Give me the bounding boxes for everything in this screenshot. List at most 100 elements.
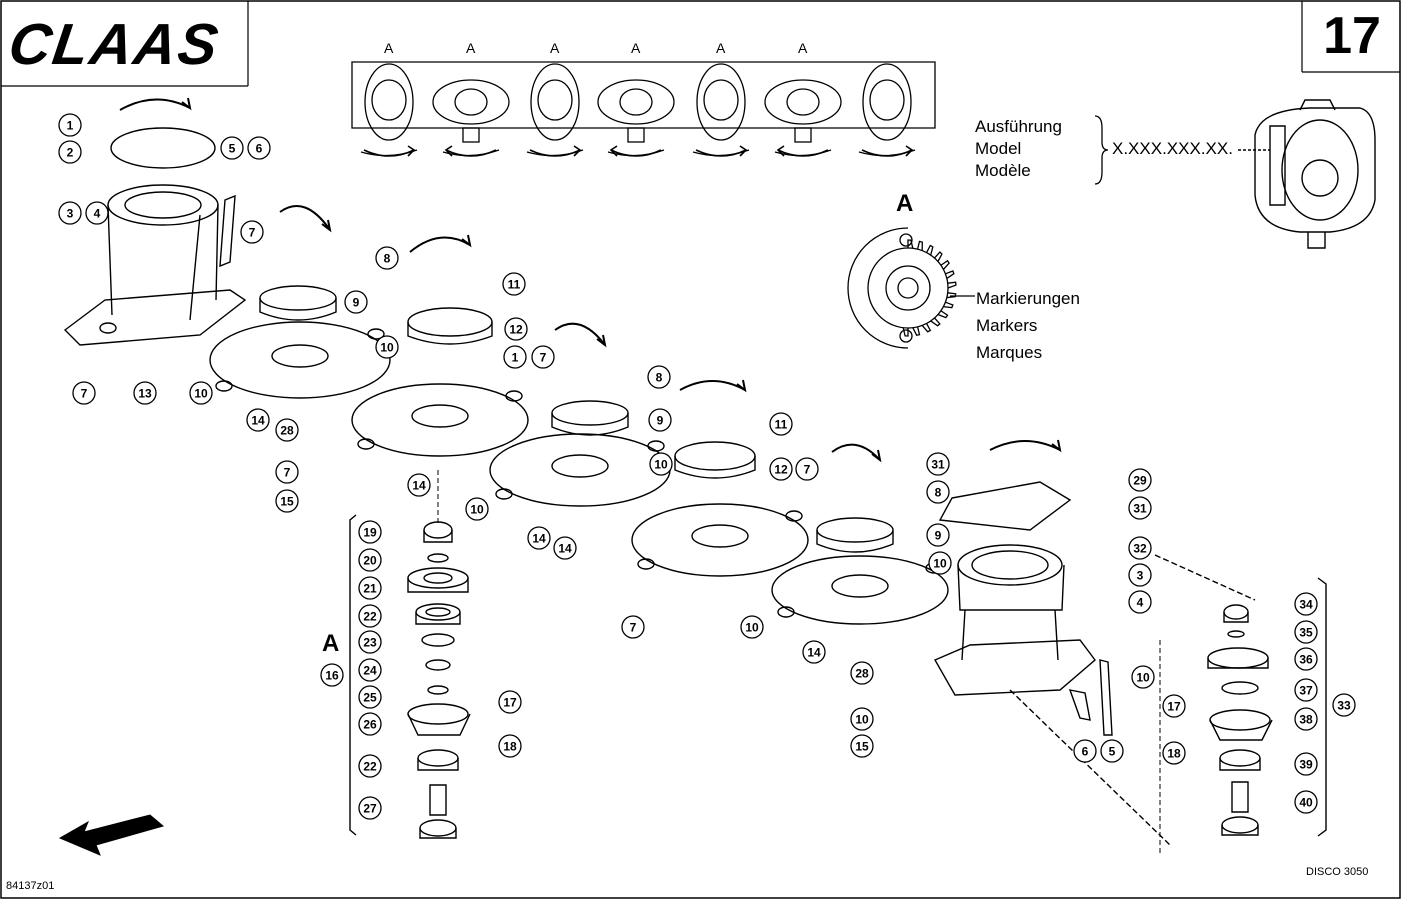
callout-number: 36 (1299, 653, 1313, 667)
callout-bubble: 6 (247, 136, 271, 160)
callout-number: 22 (363, 610, 377, 624)
callout-bubble: 15 (275, 489, 299, 513)
callout-bubble: 35 (1294, 620, 1318, 644)
disc-cap (674, 441, 756, 479)
disc-cap (551, 400, 629, 436)
top-disc-outline (764, 79, 842, 157)
callout-bubble: 10 (740, 615, 764, 639)
cutter-disc-plates (209, 285, 949, 625)
callout-bubble: 32 (1128, 536, 1152, 560)
left-bearing-stack (349, 514, 471, 839)
left-tower-assembly (63, 127, 247, 346)
callout-number: 16 (325, 669, 339, 683)
rotation-arrows (119, 97, 1062, 463)
variant-label-fr: Modèle (975, 161, 1031, 180)
disc-cap (816, 517, 894, 553)
disc-cap (407, 307, 493, 345)
marker-label-de: Markierungen (976, 289, 1080, 308)
callout-number: 19 (363, 526, 377, 540)
callout-number: 4 (94, 207, 101, 221)
callout-bubble: 26 (358, 712, 382, 736)
callout-bubble: 36 (1294, 647, 1318, 671)
callout-bubble: 12 (769, 457, 793, 481)
callout-bubble: 20 (358, 548, 382, 572)
callout-bubble: 24 (358, 658, 382, 682)
page-number: 17 (1323, 7, 1381, 65)
callout-bubble: 37 (1294, 678, 1318, 702)
callout-number: 33 (1337, 699, 1351, 713)
direction-arrow-icon (58, 814, 165, 856)
callout-number: 4 (1137, 596, 1144, 610)
callout-bubble: 10 (928, 551, 952, 575)
callout-number: 6 (1082, 745, 1089, 759)
rotation-arrow-icon (679, 379, 747, 393)
callout-number: 9 (935, 529, 942, 543)
rotation-arrow-icon (119, 97, 192, 111)
callout-number: 1 (67, 119, 74, 133)
callout-number: 26 (363, 718, 377, 732)
callout-number: 22 (363, 760, 377, 774)
right-tower-assembly (934, 481, 1113, 736)
callout-bubble: 14 (246, 408, 270, 432)
callout-number: 10 (470, 503, 484, 517)
callout-bubble: 31 (926, 452, 950, 476)
callout-number: 14 (532, 532, 546, 546)
callout-bubble: 17 (498, 690, 522, 714)
callout-bubble: 10 (465, 497, 489, 521)
callout-bubble: 7 (72, 381, 96, 405)
callout-number: 23 (363, 636, 377, 650)
callout-number: 29 (1133, 474, 1147, 488)
cutter-disc (351, 383, 529, 457)
callout-bubble: 23 (358, 630, 382, 654)
callout-bubble: 9 (648, 408, 672, 432)
callout-bubble: 22 (358, 754, 382, 778)
callout-number: 10 (194, 387, 208, 401)
callout-number: 11 (508, 278, 521, 292)
callout-number: 6 (256, 142, 263, 156)
detail-letter: A (896, 190, 914, 217)
callout-number: 3 (67, 207, 74, 221)
brand-wordmark: CLAAS (10, 12, 224, 70)
callout-bubble: 14 (407, 473, 431, 497)
callout-bubble: 18 (498, 734, 522, 758)
disc-marker-letter: A (716, 40, 726, 56)
callout-number: 13 (138, 387, 152, 401)
callout-bubble: 10 (1131, 665, 1155, 689)
top-rotation-arrow-icon (529, 145, 582, 157)
callout-bubble: 7 (795, 457, 819, 481)
callout-bubble: 12 (504, 317, 528, 341)
callout-number: 14 (807, 646, 821, 660)
callout-number: 7 (249, 226, 256, 240)
top-rotation-arrow-icon (444, 145, 497, 157)
callout-number: 21 (363, 582, 377, 596)
callout-number: 7 (284, 466, 291, 480)
callout-number: 20 (363, 554, 377, 568)
variant-brace (1094, 115, 1109, 185)
callout-number: 12 (774, 463, 788, 477)
callout-bubble: 1 (58, 113, 82, 137)
callout-bubble: 28 (850, 661, 874, 685)
disc-cap (259, 285, 337, 321)
callout-bubble: 27 (358, 796, 382, 820)
callout-number: 9 (353, 296, 360, 310)
callout-bubble: 4 (85, 201, 109, 225)
callout-bubble: 38 (1294, 707, 1318, 731)
callout-bubble: 8 (647, 365, 671, 389)
callout-bubble: 7 (621, 615, 645, 639)
callout-number: 8 (656, 371, 663, 385)
callout-number: 10 (855, 713, 869, 727)
callout-bubble: 3 (1128, 563, 1152, 587)
callout-number: 2 (67, 146, 74, 160)
callout-bubble: 4 (1128, 590, 1152, 614)
callout-bubble: 5 (1100, 739, 1124, 763)
callout-number: 28 (280, 424, 294, 438)
top-disc-outline (526, 63, 584, 157)
top-disc-outline (432, 79, 510, 157)
callout-number: 28 (855, 667, 869, 681)
rotation-arrow-icon (831, 443, 882, 463)
cutter-disc (771, 555, 949, 625)
callout-bubble: 22 (358, 604, 382, 628)
variant-code: X.XXX.XXX.XX. (1112, 139, 1233, 158)
